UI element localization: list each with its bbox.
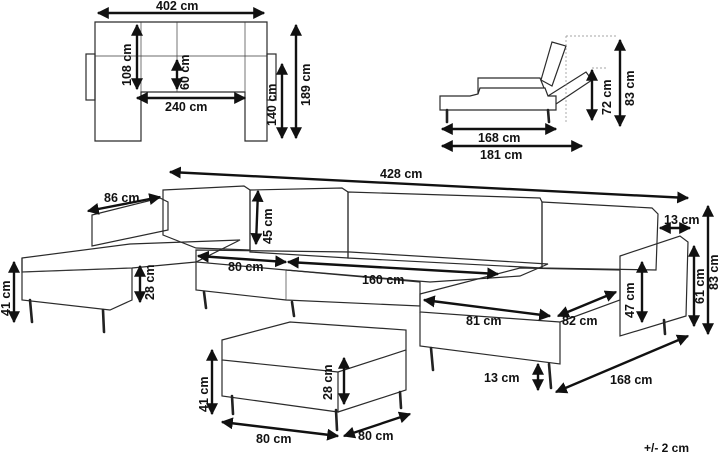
dim-label-41-left: 41 cm: [0, 281, 13, 316]
sofa-leg: [547, 362, 553, 390]
dim-label-83-main: 83 cm: [707, 255, 720, 290]
side-view-backrest: [540, 41, 567, 87]
side-view: 168 cm 181 cm 72 cm 83 cm: [439, 35, 637, 162]
dim-label-28-left: 28 cm: [143, 265, 157, 300]
dim-arrow: [220, 417, 340, 441]
dim-label-240: 240 cm: [165, 100, 207, 114]
side-view-leg: [546, 108, 551, 124]
ottoman: 41 cm 28 cm 80 cm 80 cm: [197, 321, 412, 446]
dim-arrow: [422, 295, 552, 321]
dim-label-13-leg: 13 cm: [484, 371, 519, 385]
dim-label-81: 81 cm: [466, 314, 501, 328]
sofa-leg: [101, 308, 106, 334]
ottoman-top: [221, 321, 407, 373]
left-chaise-front: [21, 258, 133, 311]
dim-arrow: [168, 166, 690, 204]
dim-label-83: 83 cm: [623, 71, 637, 106]
dim-label-160: 160 cm: [362, 273, 404, 287]
dim-label-80-ottoman-depth: 80 cm: [358, 429, 393, 443]
dim-label-60: 60 cm: [178, 55, 192, 90]
dim-arrow: [554, 334, 690, 394]
dim-label-168-main: 168 cm: [610, 373, 652, 387]
dim-arrow: [250, 189, 264, 246]
top-view: 402 cm 108 cm 60 cm 240 cm 140 cm 189 cm: [85, 0, 313, 142]
top-view-left-arm: [85, 53, 96, 101]
dim-label-80-ottoman-width: 80 cm: [256, 432, 291, 446]
dim-label-61: 61 cm: [693, 269, 707, 304]
dim-label-108: 108 cm: [120, 44, 134, 86]
dim-label-140: 140 cm: [265, 84, 279, 126]
sofa-leg: [662, 318, 667, 336]
dim-label-47: 47 cm: [623, 283, 637, 318]
dim-arrow: [342, 411, 412, 439]
sofa-leg: [28, 298, 34, 324]
dim-arrow: [86, 193, 162, 215]
main-view: 428 cm 86 cm 45 cm 28 cm 41 cm 80 cm 160…: [0, 166, 720, 394]
ottoman-side: [337, 350, 407, 413]
dim-label-72: 72 cm: [600, 80, 614, 115]
dim-label-402: 402 cm: [156, 0, 198, 13]
right-armrest: [619, 235, 689, 337]
dim-label-86: 86 cm: [104, 191, 139, 205]
dim-label-181: 181 cm: [480, 148, 522, 162]
middle-seat-front: [195, 262, 421, 307]
side-view-base: [439, 87, 557, 111]
left-armrest: [91, 197, 169, 247]
ottoman-leg: [230, 394, 235, 416]
dim-label-13-arm: 13 cm: [664, 213, 699, 227]
side-view-cushion: [477, 77, 545, 94]
sofa-leg: [202, 290, 208, 310]
dim-arrow: [556, 290, 618, 318]
dim-label-168: 168 cm: [478, 131, 520, 145]
dim-label-28-ottoman: 28 cm: [321, 365, 335, 400]
ottoman-leg: [398, 390, 403, 410]
tolerance-note: +/- 2 cm: [644, 441, 689, 455]
dim-arrow: [196, 250, 288, 268]
back-panel: [541, 201, 659, 271]
dim-label-45: 45 cm: [261, 209, 275, 244]
dim-arrow: [286, 256, 500, 280]
left-chaise-edge: [21, 267, 133, 273]
dim-label-189: 189 cm: [299, 64, 313, 106]
dim-label-80-seat: 80 cm: [228, 260, 263, 274]
dim-label-41-ottoman: 41 cm: [197, 377, 211, 412]
sofa-leg: [429, 346, 435, 372]
dim-label-428: 428 cm: [380, 167, 422, 181]
dim-label-82: 82 cm: [562, 314, 597, 328]
ottoman-leg: [334, 408, 339, 432]
back-panel: [347, 191, 543, 269]
sofa-leg: [290, 300, 296, 318]
